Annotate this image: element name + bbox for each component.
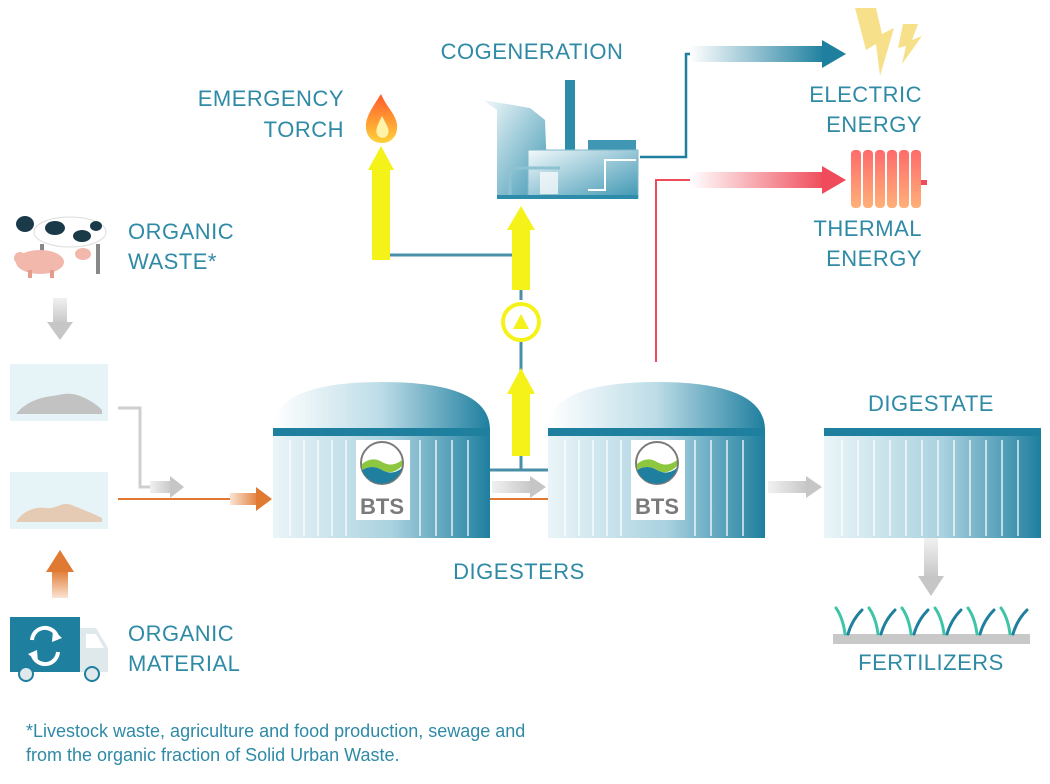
bts-logo: BTS bbox=[635, 441, 679, 519]
electric-line bbox=[640, 52, 790, 159]
footnote-line1: *Livestock waste, agriculture and food p… bbox=[26, 721, 525, 741]
torch-arrow bbox=[368, 146, 394, 260]
cogeneration-label: COGENERATION bbox=[441, 39, 624, 64]
waste-storage-bin bbox=[10, 364, 108, 421]
digesters-label: DIGESTERS bbox=[453, 559, 585, 584]
material-into-digester-arrow bbox=[230, 487, 272, 511]
material-up-arrow bbox=[46, 550, 74, 598]
organic-material-label-line1: ORGANIC bbox=[128, 621, 234, 646]
pump-icon bbox=[501, 302, 541, 342]
digester-gas-arrow bbox=[507, 368, 535, 456]
flame-icon bbox=[365, 94, 398, 143]
livestock-icon bbox=[14, 216, 107, 278]
organic-material-label-line2: MATERIAL bbox=[128, 651, 240, 676]
waste-feed-line bbox=[118, 406, 170, 489]
cogen-arrow bbox=[507, 206, 535, 290]
emergency-torch-label-line1: EMERGENCY bbox=[198, 86, 344, 111]
cogeneration-unit bbox=[483, 80, 639, 199]
fertilizers-label: FERTILIZERS bbox=[858, 650, 1004, 675]
digestate-label: DIGESTATE bbox=[868, 391, 994, 416]
electric-energy-label-line2: ENERGY bbox=[826, 112, 922, 137]
truck-icon bbox=[10, 617, 108, 682]
footnote-line2: from the organic fraction of Solid Urban… bbox=[26, 745, 400, 765]
organic-waste-label-line1: ORGANIC bbox=[128, 219, 234, 244]
electric-arrow bbox=[690, 40, 846, 68]
lightning-icon bbox=[855, 8, 922, 76]
bts-logo: BTS bbox=[360, 441, 404, 519]
bts-logo-text: BTS bbox=[635, 494, 679, 519]
thermal-line bbox=[655, 179, 690, 362]
digester-1: BTS bbox=[273, 382, 490, 538]
waste-into-digester-arrow bbox=[150, 476, 184, 498]
to-fertilizers-arrow bbox=[918, 538, 944, 596]
electric-energy-label-line1: ELECTRIC bbox=[809, 82, 922, 107]
thermal-energy-label-line2: ENERGY bbox=[826, 246, 922, 271]
thermal-arrow bbox=[690, 166, 846, 194]
digestate-tank bbox=[824, 428, 1041, 538]
grass-icon bbox=[833, 606, 1030, 644]
digester-2: BTS bbox=[548, 382, 765, 538]
radiator-icon bbox=[851, 150, 927, 208]
waste-down-arrow bbox=[47, 298, 73, 340]
digester-transfer-arrow bbox=[492, 476, 546, 498]
emergency-torch-label-line2: TORCH bbox=[264, 117, 344, 142]
organic-waste-label-line2: WASTE* bbox=[128, 249, 217, 274]
material-storage-bin bbox=[10, 472, 108, 529]
thermal-energy-label-line1: THERMAL bbox=[813, 216, 922, 241]
to-digestate-arrow bbox=[768, 476, 822, 498]
bts-logo-text: BTS bbox=[360, 494, 404, 519]
